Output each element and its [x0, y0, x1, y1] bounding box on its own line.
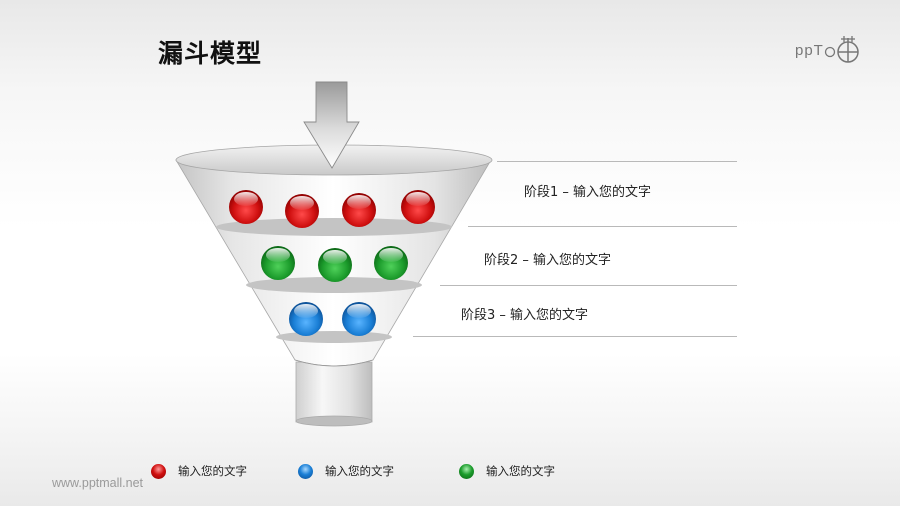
stage-divider-line	[497, 161, 737, 162]
funnel-spout	[295, 361, 373, 427]
funnel-shelf-1	[216, 218, 452, 236]
blue-ball-icon	[298, 463, 313, 479]
stage-divider-line	[468, 226, 737, 227]
funnel-shelf-2	[246, 277, 422, 293]
legend-text: 输入您的文字	[486, 464, 555, 478]
legend-text: 输入您的文字	[178, 464, 247, 478]
stage-3-label: 阶段3 – 输入您的文字	[461, 308, 589, 323]
funnel-shelf-3	[276, 331, 392, 343]
down-arrow-icon	[303, 81, 360, 169]
stage-3-balls	[289, 302, 376, 336]
stage-2-balls	[261, 246, 408, 282]
stage-2-label: 阶段2 – 输入您的文字	[484, 253, 612, 268]
legend-item-blue: 输入您的文字	[298, 463, 394, 479]
legend-item-red: 输入您的文字	[151, 463, 247, 479]
green-ball-icon	[459, 463, 474, 479]
red-ball-icon	[151, 463, 166, 479]
logo-text: ppT	[795, 41, 824, 59]
legend-text: 输入您的文字	[325, 464, 394, 478]
ppt-mall-logo-icon	[824, 36, 859, 63]
watermark: www.pptmall.net	[52, 476, 144, 490]
stage-divider-line	[440, 285, 737, 286]
stage-divider-line	[413, 336, 737, 337]
logo: ppT	[795, 35, 864, 65]
legend-item-green: 输入您的文字	[459, 463, 555, 479]
stage-1-balls	[229, 190, 435, 228]
stage-1-label: 阶段1 – 输入您的文字	[524, 185, 652, 200]
page-title: 漏斗模型	[158, 39, 263, 68]
